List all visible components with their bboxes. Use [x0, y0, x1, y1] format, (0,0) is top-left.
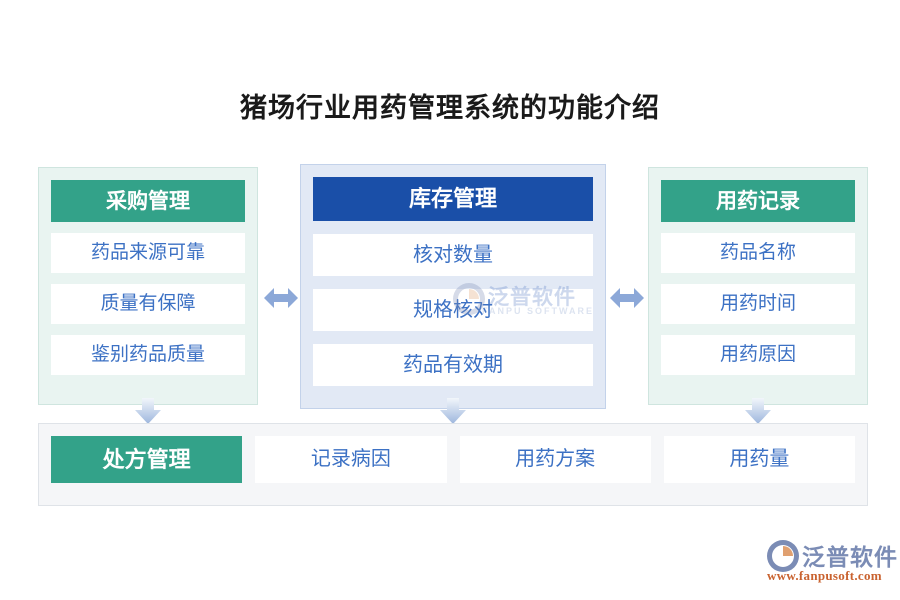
column-item[interactable]: 规格核对: [313, 289, 593, 331]
column-item[interactable]: 用药时间: [661, 284, 855, 324]
column-item[interactable]: 鉴别药品质量: [51, 335, 245, 375]
column-item[interactable]: 用药原因: [661, 335, 855, 375]
column-header-record: 用药记录: [661, 180, 855, 222]
column-header-purchase: 采购管理: [51, 180, 245, 222]
column-record: 用药记录 药品名称 用药时间 用药原因: [648, 167, 868, 405]
bottom-item-prescription[interactable]: 处方管理: [51, 436, 243, 483]
column-stock: 库存管理 核对数量 规格核对 药品有效期: [300, 164, 606, 409]
column-item[interactable]: 药品名称: [661, 233, 855, 273]
brand-name: 泛普软件: [802, 545, 898, 570]
column-item[interactable]: 核对数量: [313, 234, 593, 276]
column-header-stock: 库存管理: [313, 177, 593, 221]
brand-url: www.fanpusoft.com: [767, 568, 882, 583]
down-arrow-icon: [135, 398, 161, 424]
column-item[interactable]: 药品有效期: [313, 344, 593, 386]
column-purchase: 采购管理 药品来源可靠 质量有保障 鉴别药品质量: [38, 167, 258, 405]
down-arrow-icon: [440, 398, 466, 424]
brand-logo-icon: [766, 540, 800, 572]
bottom-row-items: 处方管理 记录病因 用药方案 用药量: [51, 436, 855, 483]
bottom-row-panel: 处方管理 记录病因 用药方案 用药量: [38, 423, 868, 506]
down-arrow-icon: [745, 398, 771, 424]
double-headed-horizontal-arrow-icon: [610, 285, 644, 311]
double-headed-horizontal-arrow-icon: [264, 285, 298, 311]
bottom-item[interactable]: 用药方案: [459, 436, 651, 483]
page-title: 猪场行业用药管理系统的功能介绍: [240, 93, 660, 123]
bottom-item[interactable]: 用药量: [663, 436, 855, 483]
column-item[interactable]: 质量有保障: [51, 284, 245, 324]
column-item[interactable]: 药品来源可靠: [51, 233, 245, 273]
brand-logo: 泛普软件 www.fanpusoft.com: [766, 538, 897, 588]
bottom-item[interactable]: 记录病因: [255, 436, 447, 483]
